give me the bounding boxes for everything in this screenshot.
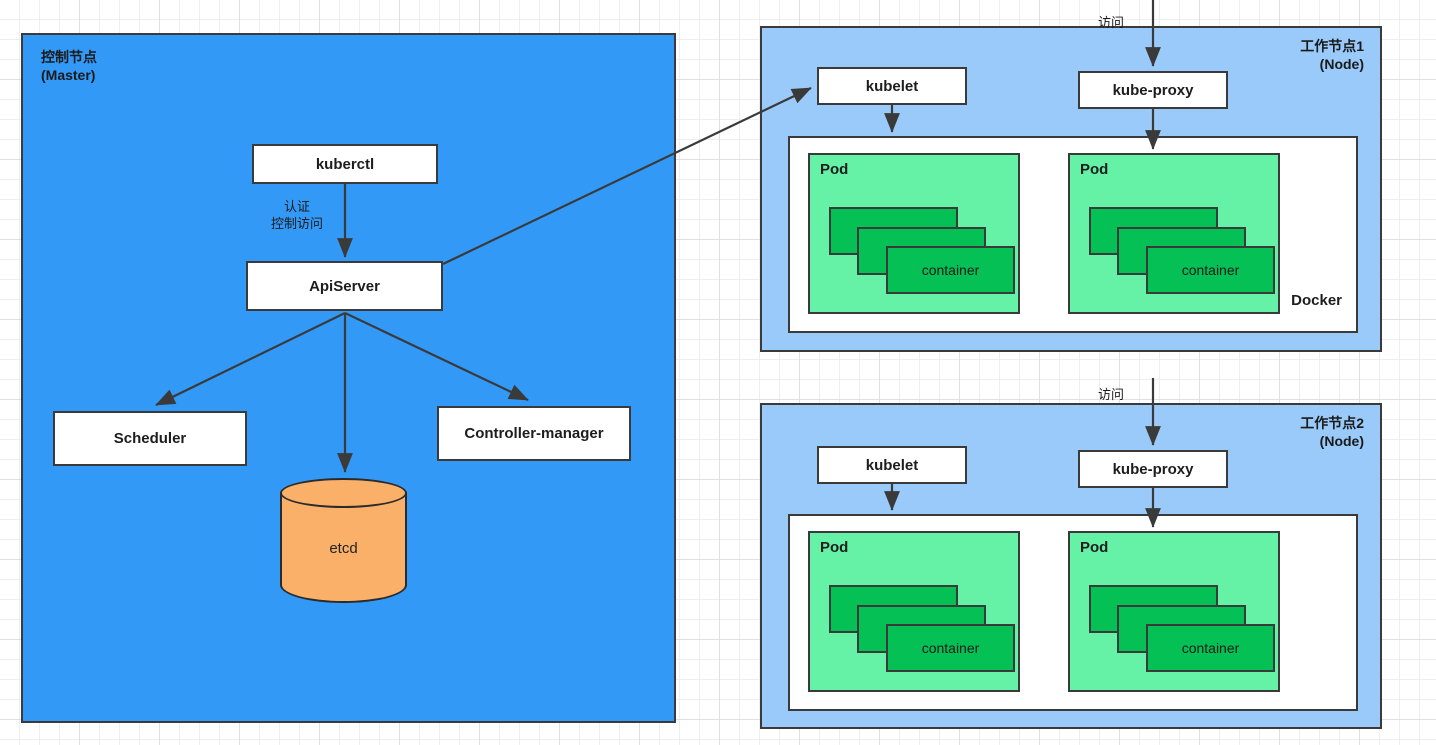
node1-pod-2[interactable]: Pod container xyxy=(1068,153,1280,314)
node1-pod-1-container-1[interactable]: container xyxy=(886,246,1015,294)
node2-pod-2-container-1-label: container xyxy=(1181,640,1240,656)
node2-kube-proxy-box[interactable]: kube-proxy xyxy=(1078,450,1228,488)
apiserver-label: ApiServer xyxy=(309,277,380,295)
controller-manager-box[interactable]: Controller-manager xyxy=(437,406,631,461)
node2-pod-1-title: Pod xyxy=(820,539,849,556)
node1-access-label: 访问 xyxy=(1098,15,1125,30)
etcd-cylinder[interactable]: etcd xyxy=(280,478,407,603)
node1-kube-proxy-label: kube-proxy xyxy=(1112,81,1194,99)
node1-pod-1-title: Pod xyxy=(820,161,849,178)
node2-kubelet-box[interactable]: kubelet xyxy=(817,446,967,484)
edge-label-auth: 认证 控制访问 xyxy=(270,199,323,231)
node1-kubelet-label: kubelet xyxy=(865,77,919,95)
kuberctl-label: kuberctl xyxy=(315,155,375,173)
etcd-cylinder-body xyxy=(280,492,407,603)
node2-pod-2-container-1[interactable]: container xyxy=(1146,624,1275,672)
node2-pod-1[interactable]: Pod container xyxy=(808,531,1020,692)
node1-runtime-label: Docker xyxy=(1291,292,1342,309)
node1-pod-2-title: Pod xyxy=(1080,161,1109,178)
node1-pod-1-container-1-label: container xyxy=(921,262,980,278)
node1-pod-2-container-1[interactable]: container xyxy=(1146,246,1275,294)
node2-kubelet-label: kubelet xyxy=(865,456,919,474)
etcd-label: etcd xyxy=(329,540,358,557)
node2-pod-2-title: Pod xyxy=(1080,539,1109,556)
master-title: 控制节点 (Master) xyxy=(41,49,97,83)
worker-node-1-title: 工作节点1 (Node) xyxy=(1300,38,1364,72)
node2-pod-1-container-1[interactable]: container xyxy=(886,624,1015,672)
worker-node-2-title: 工作节点2 (Node) xyxy=(1300,415,1364,449)
scheduler-box[interactable]: Scheduler xyxy=(53,411,247,466)
scheduler-label: Scheduler xyxy=(113,430,187,447)
node1-pod-2-container-1-label: container xyxy=(1181,262,1240,278)
etcd-cylinder-top xyxy=(280,478,407,508)
node2-pod-2[interactable]: Pod container xyxy=(1068,531,1280,692)
node2-pod-1-container-1-label: container xyxy=(921,640,980,656)
node1-kube-proxy-box[interactable]: kube-proxy xyxy=(1078,71,1228,109)
node2-access-label: 访问 xyxy=(1098,387,1125,402)
apiserver-box[interactable]: ApiServer xyxy=(246,261,443,311)
master-node-container: 控制节点 (Master) xyxy=(21,33,676,723)
node2-kube-proxy-label: kube-proxy xyxy=(1112,460,1194,478)
controller-manager-label: Controller-manager xyxy=(464,425,604,442)
node1-kubelet-box[interactable]: kubelet xyxy=(817,67,967,105)
kuberctl-box[interactable]: kuberctl xyxy=(252,144,438,184)
node1-pod-1[interactable]: Pod container xyxy=(808,153,1020,314)
